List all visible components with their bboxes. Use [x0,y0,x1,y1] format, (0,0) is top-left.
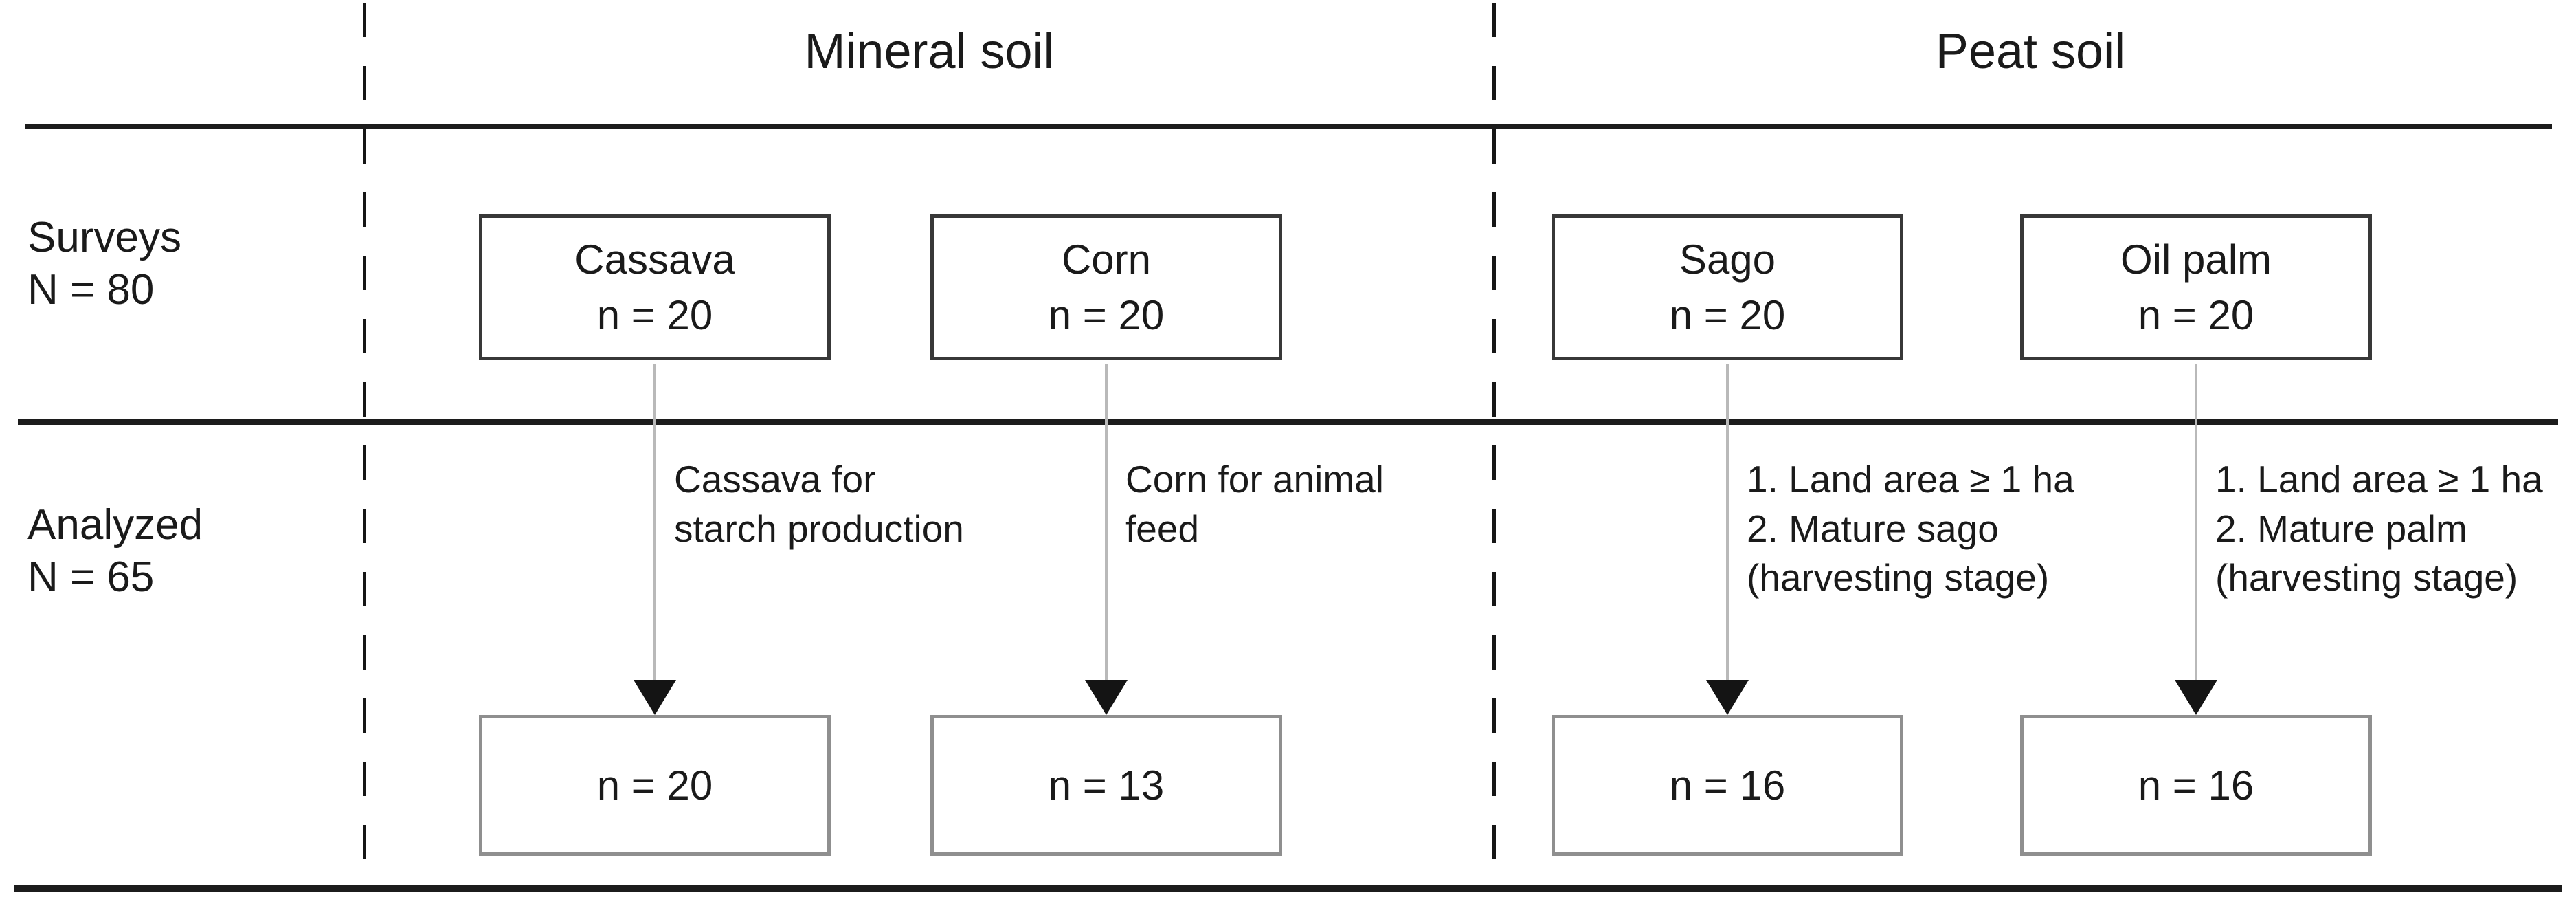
survey-box-cassava-crop: Cassava [574,236,735,283]
row-label-analyzed-line1: Analyzed [27,501,203,549]
criteria-cassava: Cassava for starch production [674,455,964,553]
survey-box-oil-palm-n: n = 20 [2138,292,2254,338]
dashed-separator-mineral [363,3,366,887]
survey-box-oil-palm: Oil palm n = 20 [2020,214,2372,360]
survey-box-sago: Sago n = 20 [1552,214,1903,360]
criteria-oil-palm-line3: (harvesting stage) [2215,556,2518,599]
analyzed-box-oil-palm: n = 16 [2020,715,2372,856]
row-label-surveys-count: N = 80 [27,265,155,313]
criteria-cassava-line2: starch production [674,507,964,550]
arrow-line-cassava [653,364,656,681]
row-label-analyzed-count: N = 65 [27,553,155,601]
criteria-oil-palm: 1. Land area ≥ 1 ha 2. Mature palm (harv… [2215,455,2543,603]
arrow-line-sago [1726,364,1729,681]
analyzed-box-sago-n: n = 16 [1669,762,1786,808]
survey-box-oil-palm-crop: Oil palm [2120,236,2272,283]
arrow-line-corn [1105,364,1108,681]
arrow-head-corn [1085,680,1128,715]
criteria-cassava-line1: Cassava for [674,458,876,500]
arrow-head-sago [1706,680,1749,715]
criteria-corn-line2: feed [1125,507,1200,550]
criteria-sago-line1: 1. Land area ≥ 1 ha [1747,458,2074,500]
analyzed-box-sago: n = 16 [1552,715,1903,856]
arrow-line-oil-palm [2195,364,2197,681]
row-label-analyzed: Analyzed N = 65 [27,499,203,603]
divider-middle [18,419,2558,425]
survey-box-sago-n: n = 20 [1669,292,1786,338]
survey-box-corn: Corn n = 20 [930,214,1282,360]
criteria-oil-palm-line1: 1. Land area ≥ 1 ha [2215,458,2543,500]
analyzed-box-corn-n: n = 13 [1048,762,1165,808]
analyzed-box-cassava: n = 20 [479,715,831,856]
analyzed-box-cassava-n: n = 20 [596,762,713,808]
row-label-surveys-line1: Surveys [27,214,181,261]
arrow-head-cassava [634,680,676,715]
survey-box-corn-crop: Corn [1061,236,1152,283]
row-label-surveys: Surveys N = 80 [27,212,181,316]
criteria-sago-line2: 2. Mature sago [1747,507,1999,550]
criteria-corn-line1: Corn for animal [1125,458,1384,500]
arrow-head-oil-palm [2175,680,2217,715]
section-header-peat-soil: Peat soil [1935,24,2126,79]
survey-box-corn-n: n = 20 [1048,292,1165,338]
divider-bottom [14,885,2562,892]
analyzed-box-corn: n = 13 [930,715,1282,856]
section-header-mineral-soil: Mineral soil [804,24,1055,79]
criteria-sago-line3: (harvesting stage) [1747,556,2050,599]
criteria-oil-palm-line2: 2. Mature palm [2215,507,2467,550]
divider-top [25,124,2552,129]
survey-box-cassava: Cassava n = 20 [479,214,831,360]
criteria-sago: 1. Land area ≥ 1 ha 2. Mature sago (harv… [1747,455,2074,603]
survey-box-sago-crop: Sago [1679,236,1776,283]
criteria-corn: Corn for animal feed [1125,455,1384,553]
survey-box-cassava-n: n = 20 [596,292,713,338]
dashed-separator-peat [1492,3,1496,887]
analyzed-box-oil-palm-n: n = 16 [2138,762,2254,808]
